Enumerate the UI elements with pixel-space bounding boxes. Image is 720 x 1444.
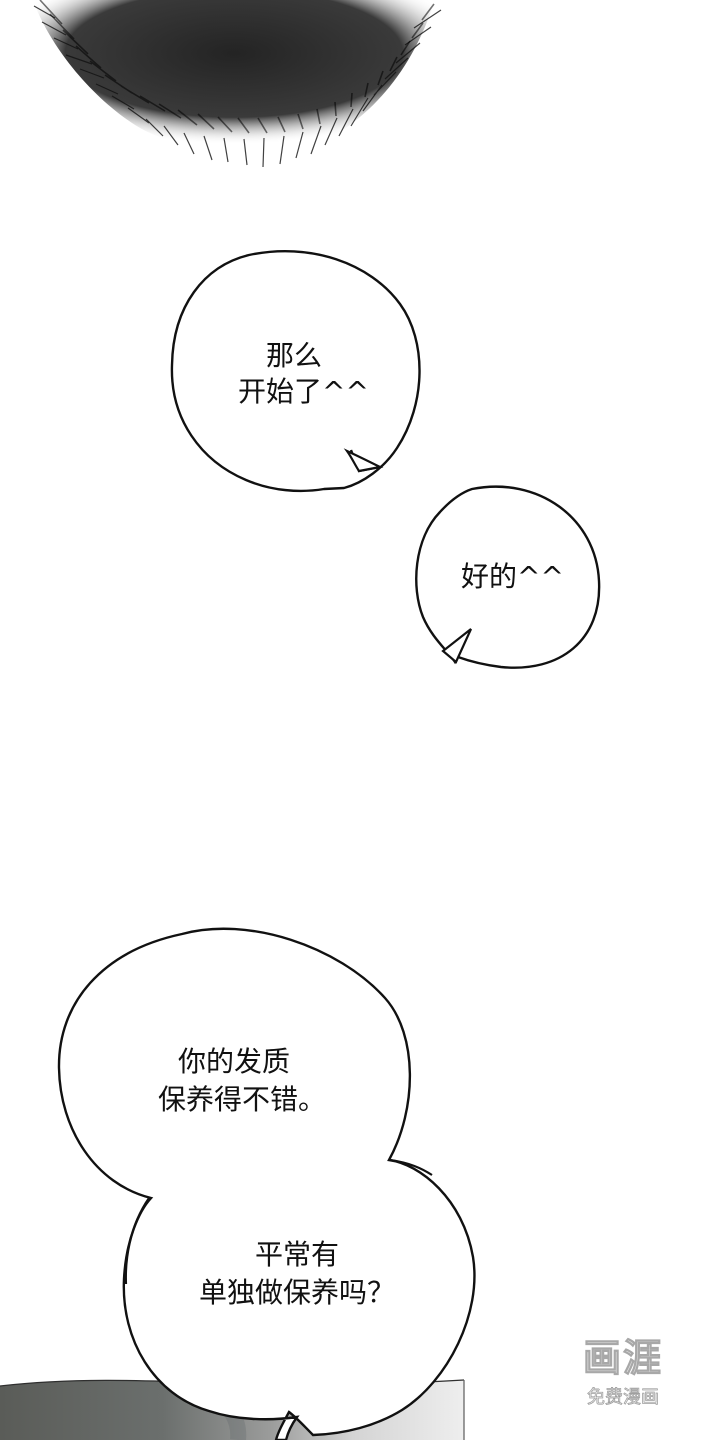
bubble-2-text-line-1: 好的^^ [461,560,564,593]
bubble-1-text-line-2: 开始了^^ [238,375,369,408]
bubble-3-text-line-1: 你的发质 [178,1045,291,1078]
speech-bubble-2-shape [415,485,601,669]
focus-burst [33,0,450,170]
watermark: 画涯 免费漫画 [548,1318,698,1418]
bubble-4-text-line-1: 平常有 [255,1238,340,1271]
watermark-subtitle: 免费漫画 [587,1387,660,1409]
bubble-4-text-line-2: 单独做保养吗？ [199,1276,396,1309]
speech-bubble-1-shape [170,249,421,493]
watermark-logo: 画涯 [582,1335,663,1380]
speech-bubble-3-shape [57,927,476,1442]
bubble-3-text-line-2: 保养得不错。 [158,1083,327,1116]
bubble-1-text-line-1: 那么 [266,339,323,372]
